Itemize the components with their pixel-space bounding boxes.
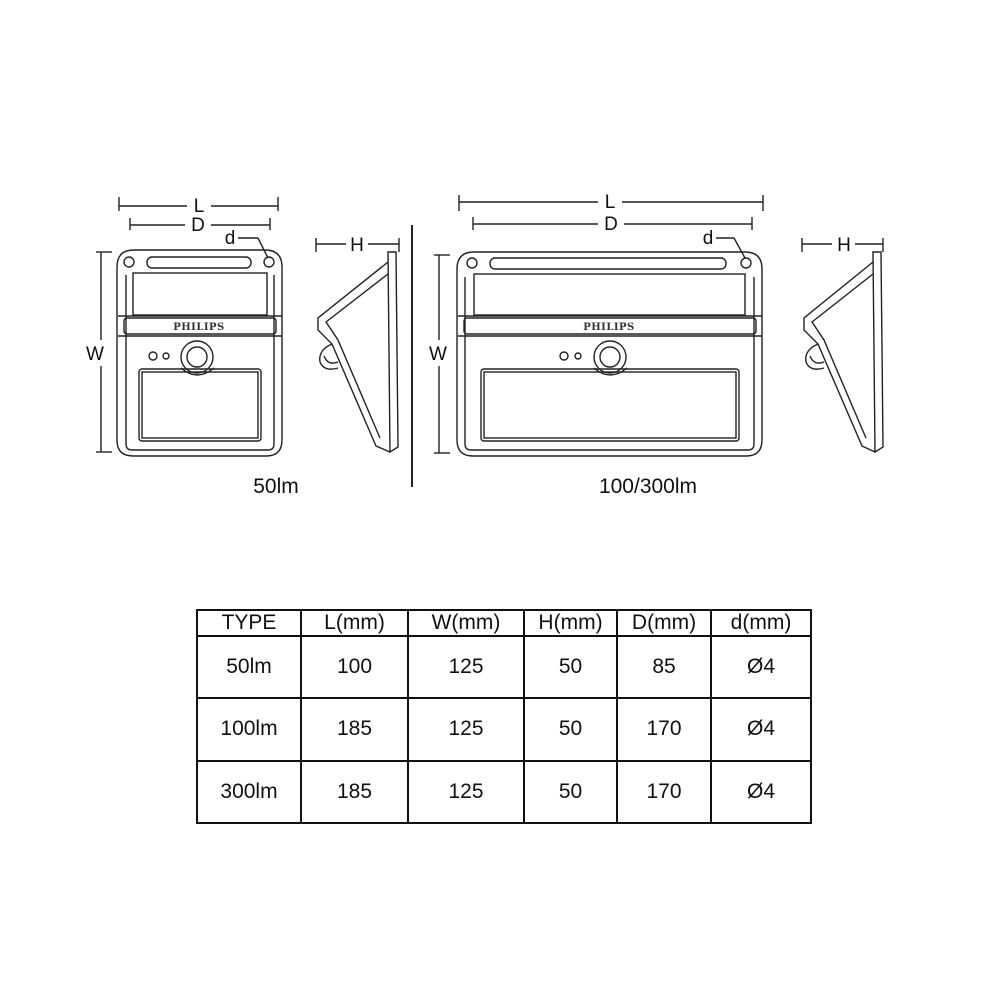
small-hole-label: d (225, 228, 236, 249)
table-cell: 185 (300, 759, 409, 825)
small-front-view (96, 197, 283, 457)
table-cell: 125 (407, 697, 525, 762)
table-cell: 100lm (196, 697, 302, 762)
table-cell: Ø4 (710, 759, 812, 825)
header-width: W(mm) (407, 609, 525, 637)
table-cell: 170 (616, 759, 712, 825)
large-brand-logo: PHILIPS (583, 322, 635, 333)
small-depth-label: D (191, 215, 205, 236)
table-cell: 50 (523, 759, 618, 825)
large-depth-label: D (604, 214, 618, 235)
table-cell: 185 (300, 697, 409, 762)
large-length-label: L (605, 192, 616, 213)
table-cell: 125 (407, 634, 525, 700)
table-cell: 50 (523, 697, 618, 762)
large-height-label: H (837, 235, 851, 256)
large-front-view (434, 195, 764, 457)
header-depth: D(mm) (616, 609, 712, 637)
table-cell: 300lm (196, 759, 302, 825)
large-width-label: W (429, 344, 447, 365)
table-cell: 170 (616, 697, 712, 762)
large-side-view (801, 238, 884, 454)
small-brand-logo: PHILIPS (173, 322, 225, 333)
table-header-row: TYPE L(mm) W(mm) H(mm) D(mm) d(mm) (196, 609, 812, 637)
table-cell: 125 (407, 759, 525, 825)
header-hole: d(mm) (710, 609, 812, 637)
header-type: TYPE (196, 609, 302, 637)
table-row: 100lm 185 125 50 170 Ø4 (196, 697, 812, 762)
table-cell: 50lm (196, 634, 302, 700)
table-row: 50lm 100 125 50 85 Ø4 (196, 634, 812, 700)
small-variant-caption: 50lm (253, 475, 299, 498)
small-side-view (315, 238, 400, 454)
small-length-label: L (194, 196, 205, 217)
table-cell: Ø4 (710, 697, 812, 762)
table-cell: 85 (616, 634, 712, 700)
table-cell: 100 (300, 634, 409, 700)
large-variant-caption: 100/300lm (599, 475, 697, 498)
table-cell: Ø4 (710, 634, 812, 700)
small-height-label: H (350, 235, 364, 256)
large-hole-label: d (703, 228, 714, 249)
table-cell: 50 (523, 634, 618, 700)
small-width-label: W (86, 344, 104, 365)
table-row: 300lm 185 125 50 170 Ø4 (196, 759, 812, 825)
header-height: H(mm) (523, 609, 618, 637)
header-length: L(mm) (300, 609, 409, 637)
spec-table: TYPE L(mm) W(mm) H(mm) D(mm) d(mm) 50lm … (196, 609, 812, 825)
